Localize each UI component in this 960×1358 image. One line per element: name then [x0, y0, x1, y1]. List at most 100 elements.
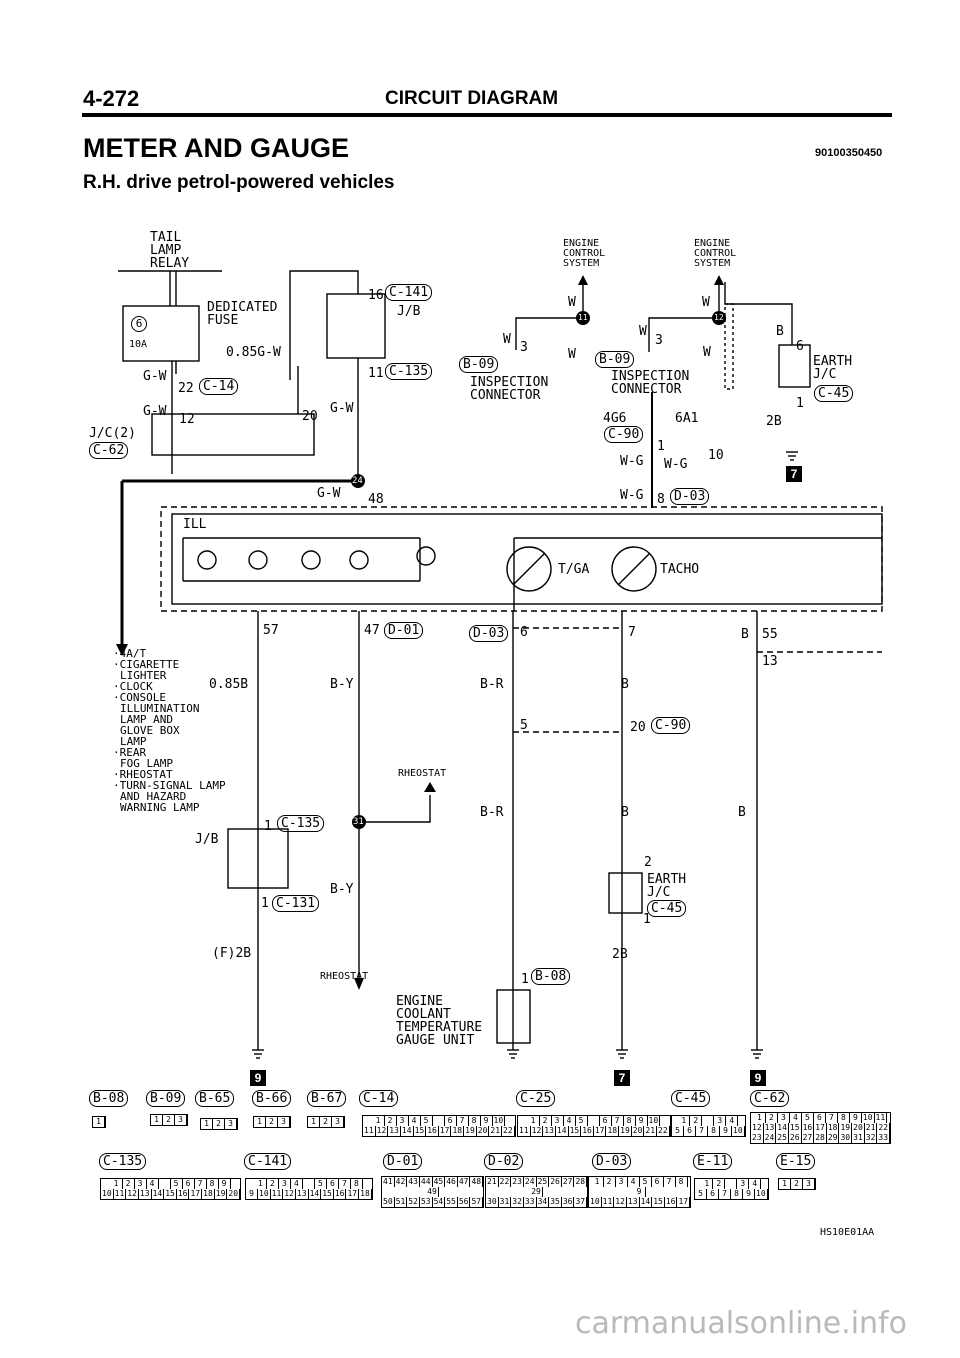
pin-cell: 31	[499, 1197, 512, 1207]
wire-by-2: B-Y	[330, 882, 354, 897]
pin-cell: 11	[364, 1126, 376, 1136]
pin-cell: 50	[383, 1197, 395, 1207]
pin-cell: 21	[865, 1123, 878, 1133]
wire-gw-1: G-W	[143, 369, 167, 384]
pin-cell: 6	[707, 1189, 719, 1199]
wire-br-2: B-R	[480, 805, 504, 820]
pin-cell: 6	[600, 1116, 612, 1126]
pin-cell: 35	[550, 1197, 562, 1207]
pin-cell: 19	[620, 1126, 632, 1136]
pin-cell: 2	[213, 1119, 225, 1129]
pin-cell: 17	[347, 1189, 360, 1199]
pin-cell: 23	[512, 1177, 524, 1187]
pin-cell: 6	[445, 1116, 457, 1126]
connector-c131: C-131	[272, 895, 320, 912]
section-title: CIRCUIT DIAGRAM	[385, 88, 559, 109]
pin-cell: 9	[743, 1189, 755, 1199]
pin-cell: 11	[519, 1126, 531, 1136]
legend-d02: D-02	[484, 1153, 524, 1170]
pin-cell: 10	[259, 1189, 271, 1199]
pin-cell: 10	[590, 1197, 602, 1207]
pin-cell: 11	[602, 1197, 615, 1207]
connector-c90-top: C-90	[604, 426, 644, 443]
wire-b-1: B	[621, 677, 629, 692]
pin-cell: 10	[648, 1116, 661, 1126]
pin-cell: 13	[544, 1126, 556, 1136]
connector-12: 12	[714, 313, 724, 322]
pin-cell: 11	[875, 1113, 888, 1123]
pin-cell: 18	[203, 1189, 215, 1199]
pin-20-b: 20	[630, 720, 646, 735]
pin-cell: 10	[102, 1189, 114, 1199]
pin-cell: 16	[665, 1197, 678, 1207]
legend-c25: C-25	[516, 1090, 556, 1107]
pin-cell: 24	[764, 1133, 777, 1143]
pin-cell: 5	[640, 1177, 652, 1187]
pin-cell: 3	[616, 1177, 628, 1187]
connector-c90-mid: C-90	[651, 717, 691, 734]
pin-cell	[303, 1179, 315, 1189]
connector-c135-top: C-135	[385, 363, 433, 380]
pin-cell	[588, 1116, 600, 1126]
pin-cell: 1	[93, 1117, 105, 1127]
pin-cell: 16	[802, 1123, 815, 1133]
wire-085gw: 0.85G-W	[226, 345, 281, 360]
pin-cell: 4	[749, 1179, 762, 1189]
pin-cell: 5	[421, 1116, 433, 1126]
pin-cell: 31	[853, 1133, 865, 1143]
doc-code: 90100350450	[815, 147, 883, 159]
pin-cell: 1	[201, 1119, 213, 1129]
ground-point-9-b: 9	[750, 1070, 766, 1086]
pin-cell: 30	[840, 1133, 853, 1143]
pin-cell: 36	[562, 1197, 575, 1207]
pin-16: 16	[368, 288, 384, 303]
pin-1-c: 1	[264, 819, 272, 834]
pin-cell: 3	[397, 1116, 409, 1126]
legend-c141: C-141	[244, 1153, 292, 1170]
pin-cell: 15	[789, 1123, 802, 1133]
pin-cell: 6	[684, 1126, 696, 1136]
ground-point-7-top: 7	[786, 466, 802, 482]
pin-3-a: 3	[520, 340, 528, 355]
pin-cell: 17	[594, 1126, 607, 1136]
pin-cell: 7	[696, 1126, 708, 1136]
pin-cell: 7	[719, 1189, 731, 1199]
pin-cell: 29	[531, 1187, 543, 1197]
pin-cell: 1	[151, 1115, 163, 1125]
pin-cell: 2	[766, 1113, 778, 1123]
engine-control-1: ENGINE CONTROL SYSTEM	[563, 238, 606, 269]
pin-57: 57	[263, 623, 279, 638]
wire-085b: 0.85B	[209, 677, 249, 692]
pin-cell: 46	[446, 1177, 458, 1187]
connector-d01: D-01	[384, 622, 424, 639]
pin-cell: 11	[114, 1189, 127, 1199]
pin-cell: 10	[493, 1116, 506, 1126]
pin-cell: 5	[576, 1116, 588, 1126]
pin-cell: 8	[708, 1126, 720, 1136]
connector-b09-b: B-09	[595, 351, 635, 368]
earth-jc-mid: EARTH J/C	[647, 872, 687, 900]
pin-cell: 14	[640, 1197, 653, 1207]
pin-55: 55	[762, 627, 778, 642]
pin-cell: 17	[190, 1189, 203, 1199]
connector-31: 31	[353, 817, 364, 827]
wire-gw-2: G-W	[143, 404, 167, 419]
legend-c45: C-45	[671, 1090, 711, 1107]
pin-cell: 56	[458, 1197, 471, 1207]
temperature-gauge-label: T/GA	[558, 562, 590, 577]
pin-cell: 3	[225, 1119, 237, 1129]
pin-47: 47	[364, 623, 380, 638]
engine-4g6: 4G6	[603, 411, 627, 426]
pin-cell: 26	[789, 1133, 802, 1143]
pin-cell: 1	[373, 1116, 385, 1126]
pin-cell: 4	[726, 1116, 739, 1126]
pin-1-a: 1	[657, 439, 665, 454]
pin-cell: 1	[592, 1177, 604, 1187]
pin-cell: 32	[512, 1197, 524, 1207]
pin-1-d: 1	[261, 896, 269, 911]
pin-cell: 22	[503, 1126, 515, 1136]
